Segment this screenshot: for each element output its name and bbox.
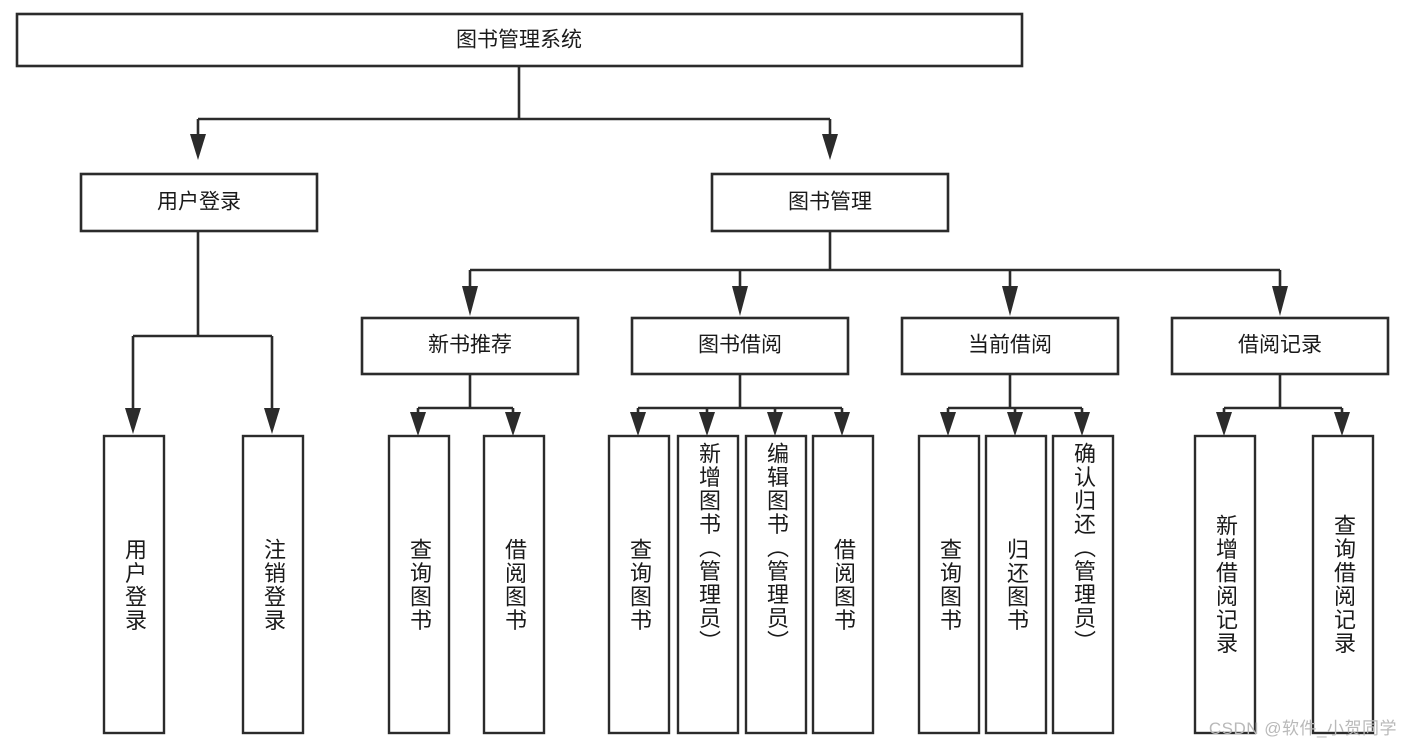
node-book-borrow-label: 图书借阅 [698,334,782,357]
connector-group-currentborrow-to-leaves [940,375,1090,436]
arrow-head-icon [1334,412,1350,436]
node-current-borrow-label: 当前借阅 [968,334,1052,357]
arrow-head-icon [410,412,426,436]
connector-group-userlogin-to-leaves [125,232,280,434]
node-leaf-add-borrow-record[interactable] [1193,434,1257,735]
arrow-head-icon [264,408,280,434]
node-leaf-edit-book[interactable] [744,434,808,735]
node-leaf-user-login[interactable] [102,434,166,735]
arrow-head-icon [699,412,715,436]
node-leaf-query-book-2[interactable] [607,434,671,735]
node-user-login[interactable] [79,172,319,233]
node-borrow-record-label: 借阅记录 [1238,334,1322,357]
arrow-head-icon [1007,412,1023,436]
node-current-borrow[interactable] [900,316,1120,376]
node-leaf-borrow-book-2[interactable] [811,434,875,735]
arrow-head-icon [462,286,478,316]
node-leaf-query-book-1[interactable] [387,434,451,735]
connector-group-root-to-level2 [190,67,838,160]
watermark: CSDN @软件_小贺同学 [1208,719,1397,738]
arrow-head-icon [1272,286,1288,316]
arrow-head-icon [630,412,646,436]
node-book-borrow[interactable] [630,316,850,376]
node-new-book-recommend-label: 新书推荐 [428,334,512,357]
arrow-head-icon [767,412,783,436]
arrow-head-icon [505,412,521,436]
arrow-head-icon [940,412,956,436]
node-user-login-label: 用户登录 [157,191,241,214]
arrow-head-icon [732,286,748,316]
node-leaf-query-borrow-record[interactable] [1311,434,1375,735]
node-root[interactable] [15,12,1024,68]
node-leaf-logout-login[interactable] [241,434,305,735]
node-root-label: 图书管理系统 [456,29,582,52]
arrow-head-icon [1216,412,1232,436]
node-leaf-borrow-book-1[interactable] [482,434,546,735]
node-leaf-return-book[interactable] [984,434,1048,735]
arrow-head-icon [1074,412,1090,436]
arrow-head-icon [190,134,206,160]
arrow-head-icon [1002,286,1018,316]
arrow-head-icon [822,134,838,160]
arrow-head-icon [125,408,141,434]
connector-group-bookborrow-to-leaves [630,375,850,436]
connector-group-borrowrecord-to-leaves [1216,375,1350,436]
node-leaf-query-book-3[interactable] [917,434,981,735]
node-leaf-add-book[interactable] [676,434,740,735]
node-leaf-confirm-return[interactable] [1051,434,1115,735]
node-borrow-record[interactable] [1170,316,1390,376]
connector-group-newbook-to-leaves [410,375,521,436]
connector-group-bookmgmt-to-level3 [462,232,1288,316]
node-book-management-label: 图书管理 [788,191,872,214]
node-new-book-recommend[interactable] [360,316,580,376]
node-book-management[interactable] [710,172,950,233]
arrow-head-icon [834,412,850,436]
